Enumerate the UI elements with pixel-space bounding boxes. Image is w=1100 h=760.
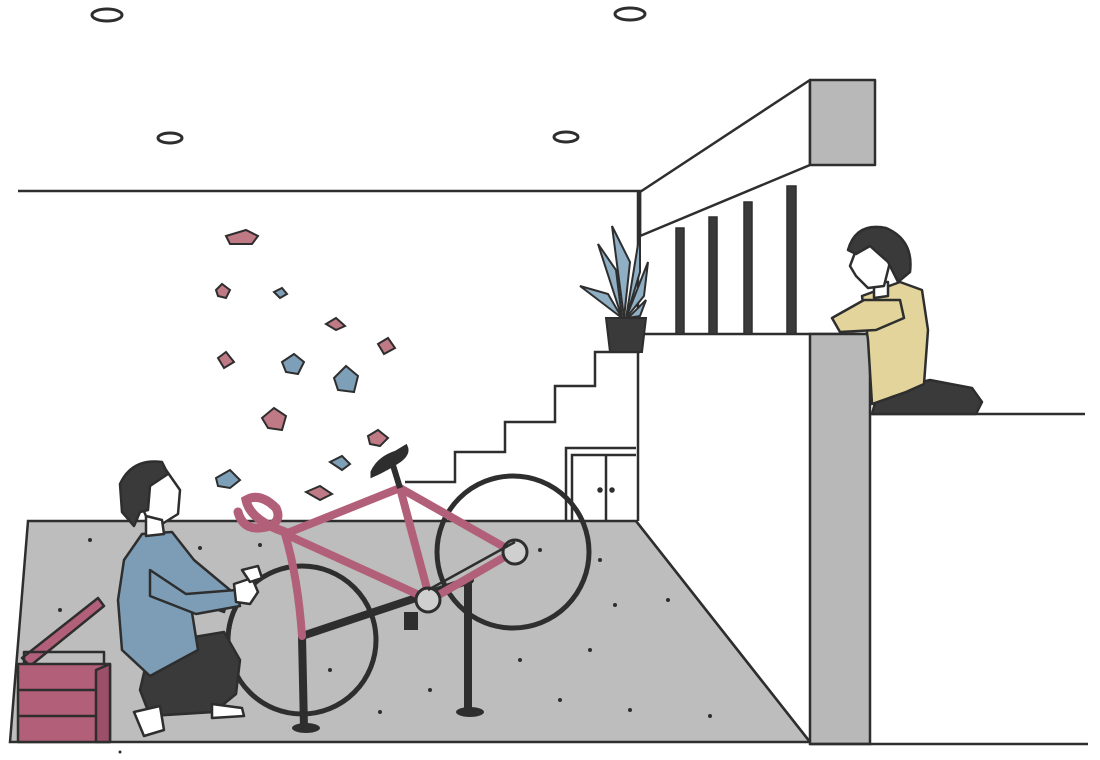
bicycle-handlebar [233,492,290,537]
man-arm [148,568,242,616]
climbing-hold [260,406,288,432]
climbing-hold [366,428,390,448]
climbing-hold [216,350,236,370]
bicycle-seat [370,443,409,479]
man-hand [240,564,264,584]
kneeling-man [116,460,264,738]
climbing-hold [328,454,352,472]
ceiling-beam [638,78,877,238]
bicycle-pedal [404,612,418,630]
bicycle-seatpost [389,461,403,489]
bicycle [225,443,592,717]
plant-pot [604,317,648,353]
bicycle-chain [427,540,516,592]
bicycle-rear-wheel [434,473,592,631]
toolbox [16,596,112,744]
climbing-hold [214,282,232,300]
climbing-hold [324,316,347,332]
potted-plant [579,225,649,353]
man-neck [144,514,166,538]
climbing-hold [303,484,334,502]
climbing-hold [272,286,289,300]
ceiling-light [613,6,647,22]
bicycle-chainring [414,586,442,614]
ceiling-light [552,130,580,144]
ceiling-light [90,7,124,23]
woman-arm [830,298,906,334]
climbing-hold [376,336,397,356]
ceiling-light [156,131,184,145]
loft-wall-diagonal [635,520,811,743]
climbing-hold [332,364,360,394]
stand-feet [292,707,484,733]
bicycle-frame [281,484,517,640]
loft-railing [675,185,797,335]
ceiling-lights [90,6,647,145]
loft-column [808,332,872,746]
woman-hair [846,225,912,284]
bicycle-cassette [501,538,529,566]
climbing-wall-holds [214,228,397,502]
climbing-hold [224,228,260,245]
man-hair [118,460,170,528]
staircase [405,350,640,484]
man-shoe [210,702,246,720]
man-shoe [132,704,166,738]
climbing-hold [280,352,306,376]
climbing-hold [214,468,242,490]
seated-woman [830,225,984,416]
